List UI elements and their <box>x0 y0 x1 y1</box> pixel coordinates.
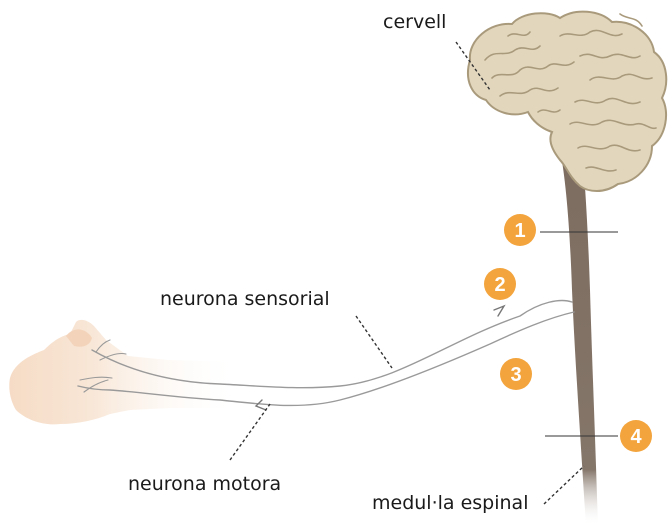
marker-4-number: 4 <box>630 426 642 448</box>
spinal-leader-line <box>544 466 584 504</box>
arm-illustration <box>9 320 240 424</box>
hand-shape <box>9 320 240 424</box>
brain-shape <box>468 12 666 191</box>
marker-4: 4 <box>620 420 652 452</box>
marker-2: 2 <box>484 268 516 300</box>
brain-label: cervell <box>383 11 446 33</box>
motor-neuron-label: neurona motora <box>128 473 281 495</box>
marker-3-number: 3 <box>510 364 521 386</box>
nerves <box>78 301 574 410</box>
marker-1-number: 1 <box>514 220 525 242</box>
spinal-cord-label: medul·la espinal <box>372 492 528 514</box>
marker-2-number: 2 <box>494 274 505 296</box>
spinal-cord <box>560 150 598 526</box>
brain-illustration <box>468 12 666 191</box>
sensory-direction-arrow <box>494 306 504 316</box>
sensory-leader-line <box>356 316 392 368</box>
motor-direction-arrow <box>256 400 266 410</box>
sensory-neuron-label: neurona sensorial <box>160 288 330 310</box>
marker-1: 1 <box>504 214 536 246</box>
marker-3: 3 <box>500 358 532 390</box>
motor-leader-line <box>230 404 270 460</box>
